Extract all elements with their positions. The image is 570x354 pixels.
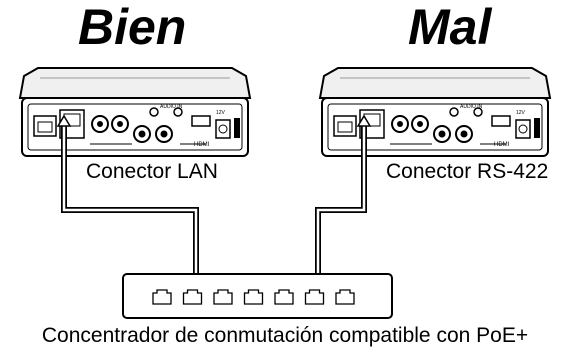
switch-port	[152, 289, 172, 305]
dc-in-label: 12V	[516, 110, 526, 116]
diagram-caption: Concentrador de conmutación compatible c…	[41, 324, 529, 347]
camera-left: HDMI AUDIO IN 12V	[19, 67, 251, 157]
switch-ports	[152, 289, 355, 305]
camera-right: HDMI AUDIO IN 12V	[319, 67, 551, 157]
switch-port	[304, 289, 325, 305]
hdmi-label: HDMI	[194, 142, 210, 148]
switch-port	[335, 289, 355, 305]
poe-switch-hub	[122, 273, 393, 319]
label-lan-connector: Conector LAN	[86, 160, 218, 183]
switch-port	[213, 289, 233, 305]
cable-left-plug-top	[56, 114, 72, 127]
dc-in-label: 12V	[216, 110, 226, 116]
audio-in-label: AUDIO IN	[460, 104, 483, 110]
hdmi-label: HDMI	[494, 142, 510, 148]
switch-port	[243, 289, 264, 305]
heading-good: Bien	[78, 0, 187, 55]
cable-right-plug-top	[356, 114, 372, 127]
switch-port	[182, 289, 203, 305]
audio-in-label: AUDIO IN	[160, 104, 183, 110]
heading-bad: Mal	[408, 0, 492, 55]
switch-port	[274, 289, 294, 305]
label-rs422-connector: Conector RS-422	[386, 160, 549, 183]
